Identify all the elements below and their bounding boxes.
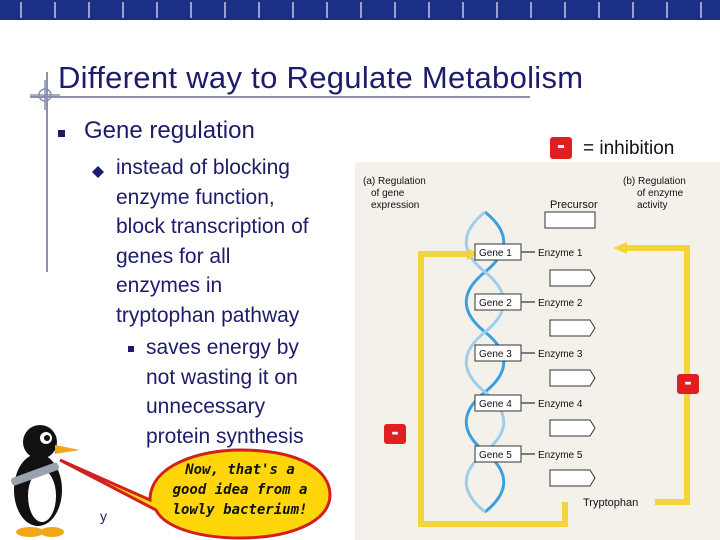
enzyme-5-label: Enzyme 5 [538,450,583,461]
bullet-instead-of-blocking: instead of blocking enzyme function, blo… [116,156,309,327]
gene-5-label: Gene 5 [479,450,512,461]
label-b-line1: (b) Regulation [623,176,686,187]
left-vertical-rule [46,72,48,272]
inhibition-legend-text: = inhibition [583,138,675,159]
tryptophan-pathway-diagram: (a) Regulation of gene expression (b) Re… [355,162,720,540]
slide-title: Different way to Regulate Metabolism [58,60,584,95]
tryptophan-label: Tryptophan [583,497,638,509]
label-a-line1: (a) Regulation [363,176,426,187]
enzyme-1-label: Enzyme 1 [538,248,583,259]
speech-bubble [59,448,332,540]
label-b-line2: of enzyme [637,188,684,199]
bullet-square-icon [58,130,65,137]
diamond-bullet-icon [92,166,104,178]
crosshair-icon [30,80,60,110]
title-underline [30,96,530,98]
enzyme-2-label: Enzyme 2 [538,298,583,309]
enzyme-4-label: Enzyme 4 [538,399,583,410]
enzyme-3-label: Enzyme 3 [538,349,583,360]
gene-4-label: Gene 4 [479,399,512,410]
label-a-line2: of gene [371,188,405,199]
gene-3-label: Gene 3 [479,349,512,360]
gene-1-label: Gene 1 [479,248,512,259]
label-a-line3: expression [371,200,419,211]
bullet-square-small-icon [128,346,134,352]
penguin-mascot-icon [10,425,80,537]
inhibition-minus-badge: - [550,134,572,159]
gene-feedback-arrow [418,251,568,527]
inhibition-badge-enzyme: - [677,371,699,394]
inhibition-badge-gene: - [384,421,406,444]
bullet-gene-regulation: Gene regulation [84,117,255,144]
speech-bubble-scene [10,425,332,540]
corner-letter: y [100,508,107,524]
precursor-label: Precursor [550,199,598,211]
speech-bubble-text: Now, that's a good idea from a lowly bac… [172,462,308,518]
label-b-line3: activity [637,200,668,211]
gene-2-label: Gene 2 [479,298,512,309]
header-bar-pattern [20,2,720,18]
bullet-saves-energy: saves energy by not wasting it on unnece… [146,336,304,448]
